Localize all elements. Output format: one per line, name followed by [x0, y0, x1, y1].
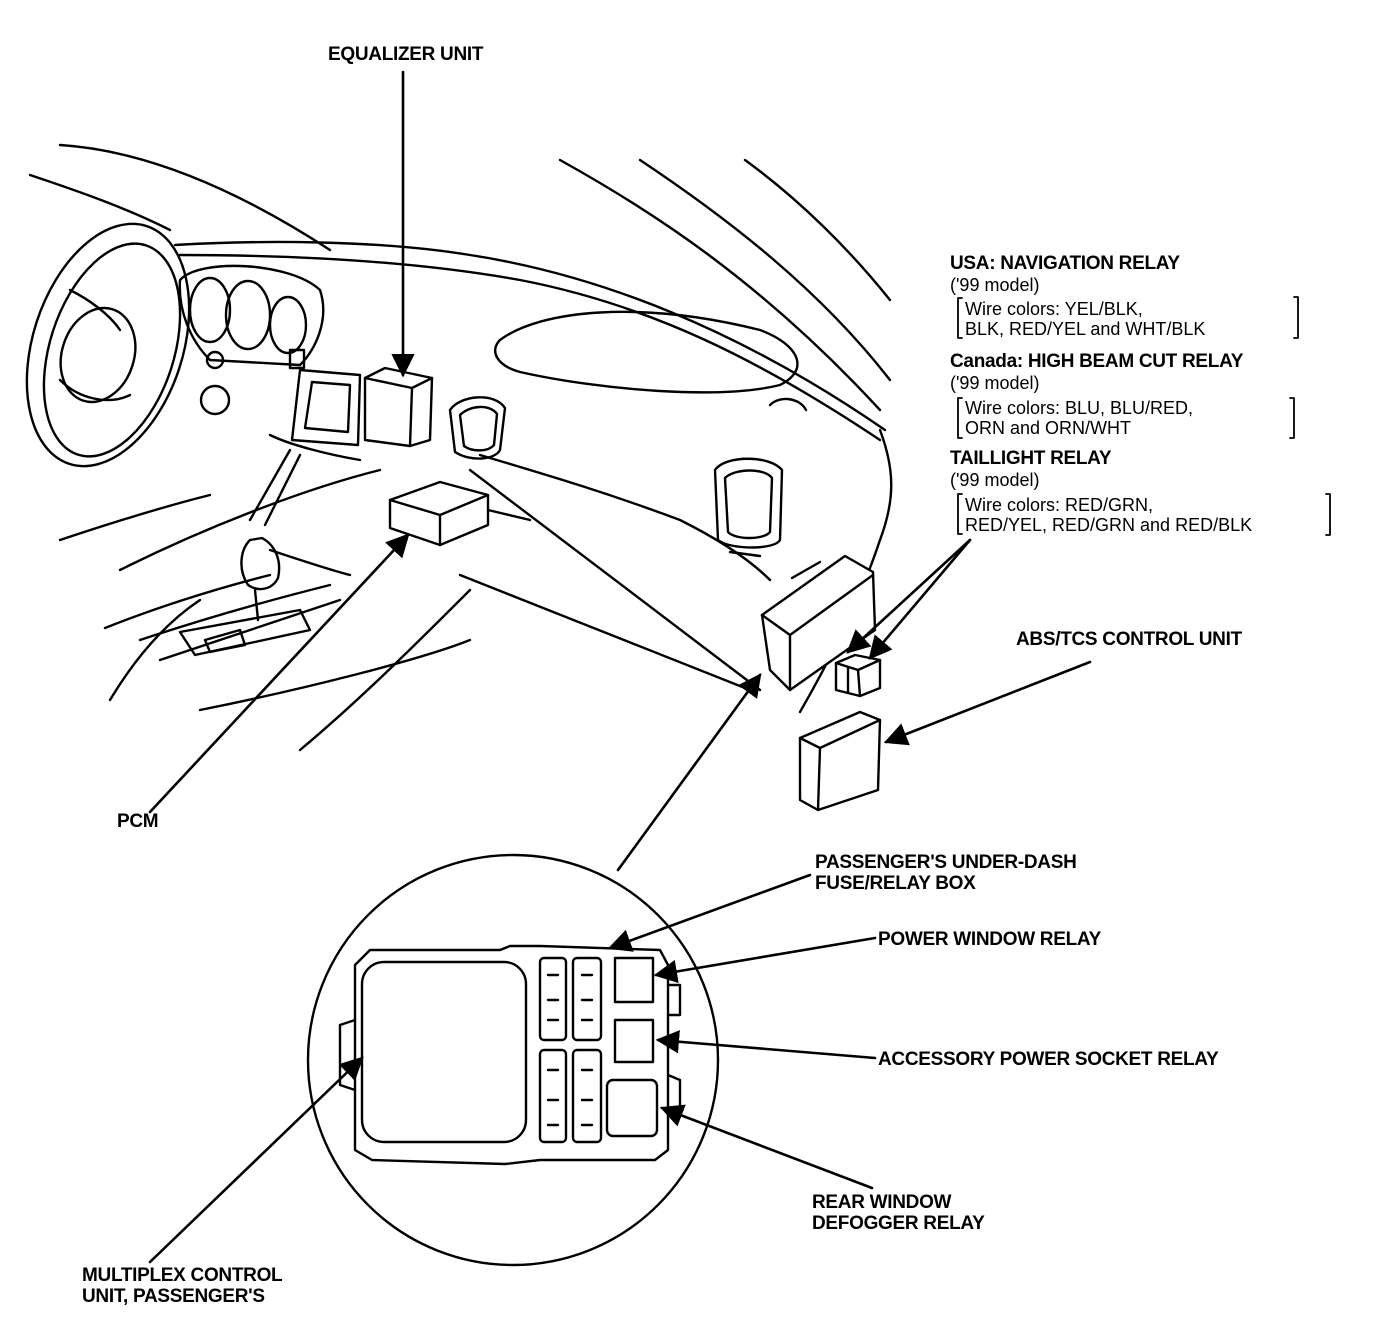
equalizer-unit [363, 366, 434, 448]
label-multiplex-line2: UNIT, PASSENGER'S [82, 1286, 265, 1307]
label-equalizer-unit: EQUALIZER UNIT [328, 44, 484, 65]
label-multiplex-line1: MULTIPLEX CONTROL [82, 1265, 283, 1286]
arrow-accessory [655, 1030, 877, 1060]
arrow-abs [883, 660, 1092, 746]
label-accessory-relay: ACCESSORY POWER SOCKET RELAY [878, 1049, 1219, 1070]
label-usa-navigation-relay: USA: NAVIGATION RELAY [950, 253, 1180, 274]
arrow-power-window [653, 936, 877, 984]
label-rear-window-line1: REAR WINDOW [812, 1192, 952, 1213]
under-dash-fuse-box [760, 554, 877, 692]
canada-wire-line2: ORN and ORN/WHT [965, 418, 1132, 438]
abs-tcs-unit [798, 710, 882, 812]
arrow-relay-2 [868, 538, 972, 660]
usa-wire-line2: BLK, RED/YEL and WHT/BLK [965, 319, 1206, 339]
taillight-wire-line1: Wire colors: RED/GRN, [965, 495, 1154, 515]
pcm-unit [388, 480, 532, 547]
air-vents [448, 396, 808, 558]
taillight-wire-line2: RED/YEL, RED/GRN and RED/BLK [965, 515, 1253, 535]
arrow-detail-callout [616, 673, 762, 872]
wire-brackets [957, 296, 1331, 536]
label-passenger-box-line1: PASSENGER'S UNDER-DASH [815, 852, 1077, 873]
arrow-fuse-box [607, 873, 812, 952]
taillight-wire-colors: Wire colors: RED/GRN, RED/YEL, RED/GRN a… [965, 495, 1252, 535]
windshield-lines [28, 143, 892, 412]
label-pcm: PCM [117, 811, 159, 832]
label-usa-model: ('99 model) [950, 275, 1040, 295]
detail-circle [306, 853, 720, 1267]
label-passenger-box-line2: FUSE/RELAY BOX [815, 873, 976, 894]
steering-wheel [25, 222, 231, 468]
arrow-relay-1 [846, 538, 972, 654]
canada-wire-line1: Wire colors: BLU, BLU/RED, [965, 398, 1194, 418]
instrument-cluster [178, 264, 325, 370]
canada-wire-colors: Wire colors: BLU, BLU/RED, ORN and ORN/W… [965, 398, 1193, 438]
label-taillight-model: ('99 model) [950, 470, 1040, 490]
leader-arrows [148, 70, 1092, 1264]
arrow-rear-defogger [659, 1104, 874, 1190]
label-abs-tcs: ABS/TCS CONTROL UNIT [1016, 629, 1242, 650]
relay-cubes [834, 653, 882, 698]
arrow-multiplex [148, 1056, 364, 1264]
usa-wire-colors: Wire colors: YEL/BLK, BLK, RED/YEL and W… [965, 299, 1205, 339]
usa-wire-line1: Wire colors: YEL/BLK, [965, 299, 1143, 319]
dashboard-outline [58, 240, 893, 752]
arrow-pcm [148, 533, 410, 814]
label-taillight-relay: TAILLIGHT RELAY [950, 448, 1112, 469]
center-console [138, 368, 362, 662]
label-power-window-relay: POWER WINDOW RELAY [878, 929, 1101, 950]
label-canada-model: ('99 model) [950, 373, 1040, 393]
label-canada-high-beam-relay: Canada: HIGH BEAM CUT RELAY [950, 351, 1244, 372]
label-rear-window-line2: DEFOGGER RELAY [812, 1213, 985, 1234]
